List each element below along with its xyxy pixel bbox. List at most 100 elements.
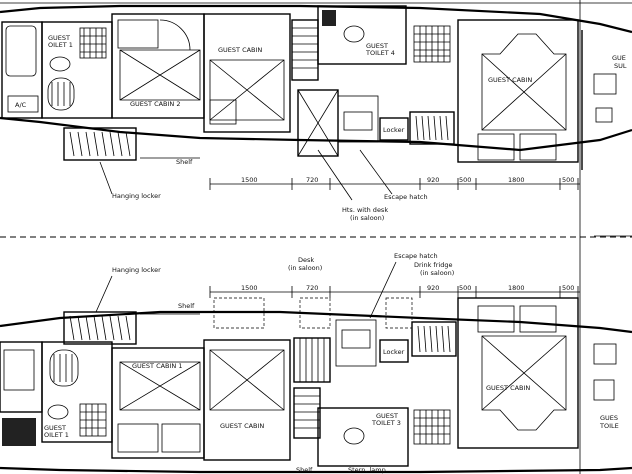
bottom-hanging-locker-label: Hanging locker — [112, 266, 161, 274]
top-center-cabin-bed — [209, 59, 285, 121]
top-center-cabin-nightstand — [209, 99, 237, 125]
bottom-dim-4: 500 — [459, 284, 471, 292]
bottom-dim-5: 1800 — [508, 284, 525, 292]
top-stair-treads — [292, 27, 318, 69]
top-escape-hatch — [337, 95, 379, 143]
top-escape-hatch-inner — [343, 111, 373, 131]
top-dim-6: 500 — [562, 176, 574, 184]
bottom-guest-cabin-1-label: GUEST CABIN 1 — [132, 362, 183, 370]
top-cabin-2-bed — [119, 49, 201, 101]
top-cabin-2-nightstand — [117, 19, 159, 49]
top-guest-toilet-4-line1: GUEST — [366, 42, 388, 50]
top-far-right-label-2: SUL — [614, 62, 627, 70]
bottom-guest-cabin-right-label: GUEST CABIN — [486, 384, 530, 392]
bottom-guest-cabin-right — [457, 297, 579, 449]
bottom-stair-2-treads — [294, 395, 320, 429]
top-cabin-2-door-swing — [159, 19, 191, 51]
top-fridge-note-line1: Hts. with desk — [342, 206, 388, 214]
bottom-far-right-fixture — [593, 343, 617, 365]
top-stair — [291, 19, 319, 81]
top-dimension-ticks — [209, 178, 579, 190]
top-locker — [379, 117, 409, 141]
top-toilet-1-bowl — [47, 77, 75, 111]
top-guest-toilet-1-line2: OILET 1 — [48, 41, 73, 49]
bottom-desk-note-label: Desk (in saloon) — [288, 256, 322, 272]
top-hanging-locker — [63, 127, 137, 161]
bottom-locker — [379, 339, 409, 363]
bottom-hanging-locker-2 — [411, 321, 457, 357]
bottom-escape-hatch-label: Escape hatch — [394, 252, 438, 260]
top-guest-cabin-right-label: GUEST CABIN — [488, 76, 532, 84]
bottom-far-right-label-2: TOILE — [599, 422, 619, 430]
top-guest-toilet-1-line1: GUEST — [48, 34, 70, 42]
bottom-dim-1: 1500 — [241, 284, 258, 292]
bottom-guest-cabin-center-label: GUEST CABIN — [220, 422, 264, 430]
top-hull: A/C GUEST OILET 1 GUEST CABIN 2 — [0, 2, 632, 222]
top-hull-outline — [0, 4, 632, 152]
bottom-hanging-locker-hangers — [69, 315, 131, 341]
top-far-right-fixture-2 — [595, 107, 613, 123]
bottom-guest-toilet-3-line2: TOILET 3 — [371, 419, 401, 427]
bottom-hanging-locker-2-hangers — [417, 325, 451, 353]
top-guest-cabin-2-label: GUEST CABIN 2 — [130, 100, 181, 108]
bottom-guest-toilet-3 — [317, 407, 409, 467]
bottom-hull-outline — [0, 310, 632, 474]
top-dim-2: 720 — [306, 176, 318, 184]
bottom-guest-toilet-3-line1: GUEST — [376, 412, 398, 420]
bottom-guest-toilet-left-label: GUEST OILET 1 — [44, 424, 69, 439]
bottom-center-cabin-bed — [209, 349, 285, 411]
bottom-desk-outline-2 — [299, 297, 331, 329]
top-toilet-4-shower-grid — [414, 26, 450, 62]
bottom-dimension-ticks — [209, 286, 579, 298]
bottom-ac-block — [0, 341, 43, 413]
bottom-far-right-label-1: GUES — [600, 414, 618, 422]
bottom-dim-2: 720 — [306, 284, 318, 292]
top-far-right-label-1: GUE — [612, 54, 626, 62]
bottom-right-cabin-nightstand-1 — [477, 305, 515, 333]
top-far-right-fixture — [593, 73, 617, 95]
top-guest-toilet-4-label: GUEST TOILET 4 — [365, 42, 395, 57]
bottom-guest-toilet-left-line1: GUEST — [44, 424, 66, 432]
top-fridge-note-label: Hts. with desk (in saloon) — [342, 206, 390, 222]
bottom-stair-treads — [299, 338, 325, 382]
bottom-shelf-label: Shelf — [178, 302, 195, 310]
top-hanging-locker-2 — [409, 111, 455, 145]
bottom-fridge-outline — [385, 297, 413, 329]
top-fridge-leader — [317, 149, 353, 201]
bottom-guest-cabin-center — [203, 339, 291, 461]
bottom-escape-hatch-leader — [369, 261, 397, 319]
bottom-toilet-3-basin — [343, 427, 365, 445]
bottom-fridge-note-label: Drink fridge (in saloon) — [414, 261, 455, 277]
bottom-escape-hatch-inner — [341, 329, 371, 349]
bottom-right-cabin-bed — [481, 335, 567, 431]
bottom-desk-note-line2: (in saloon) — [288, 264, 322, 272]
top-toilet-1-shower — [79, 27, 107, 59]
bottom-escape-hatch — [335, 319, 377, 367]
top-dim-1: 1500 — [241, 176, 258, 184]
top-locker-label: Locker — [383, 126, 405, 134]
top-ac-label: A/C — [15, 101, 27, 109]
bottom-hanging-locker-leader — [95, 275, 113, 313]
bottom-hull: Hanging locker Shelf 1500 720 920 500 18… — [0, 252, 632, 474]
bottom-fridge-note-line1: Drink fridge — [414, 261, 452, 269]
bottom-far-right-fixture-2 — [593, 379, 615, 401]
top-hanging-locker-label: Hanging locker — [112, 192, 161, 200]
bottom-cabin-1-nightstand — [117, 423, 159, 453]
bottom-edge-lamp-label: Stern. lamp — [348, 466, 386, 474]
bottom-locker-label: Locker — [383, 348, 405, 356]
top-fridge-note-line2: (in saloon) — [350, 214, 384, 222]
top-toilet-1-basin — [49, 56, 71, 72]
top-toilet-1-shower-grid — [80, 28, 106, 58]
top-guest-toilet-4-line2: TOILET 4 — [365, 49, 395, 57]
top-right-cabin-nightstand-2 — [519, 133, 557, 161]
top-toilet-4-shower-tray — [322, 10, 336, 26]
top-guest-cabin-center-label: GUEST CABIN — [218, 46, 262, 54]
bottom-toilet-left-bowl — [49, 349, 79, 387]
bottom-desk-outline — [213, 297, 265, 329]
top-escape-hatch-label: Escape hatch — [384, 193, 428, 201]
bottom-edge-shelf-label: Shelf — [296, 466, 313, 474]
top-right-cabin-nightstand-1 — [477, 133, 515, 161]
top-hanging-locker-2-hangers — [415, 115, 449, 141]
bottom-right-cabin-nightstand-2 — [519, 305, 557, 333]
